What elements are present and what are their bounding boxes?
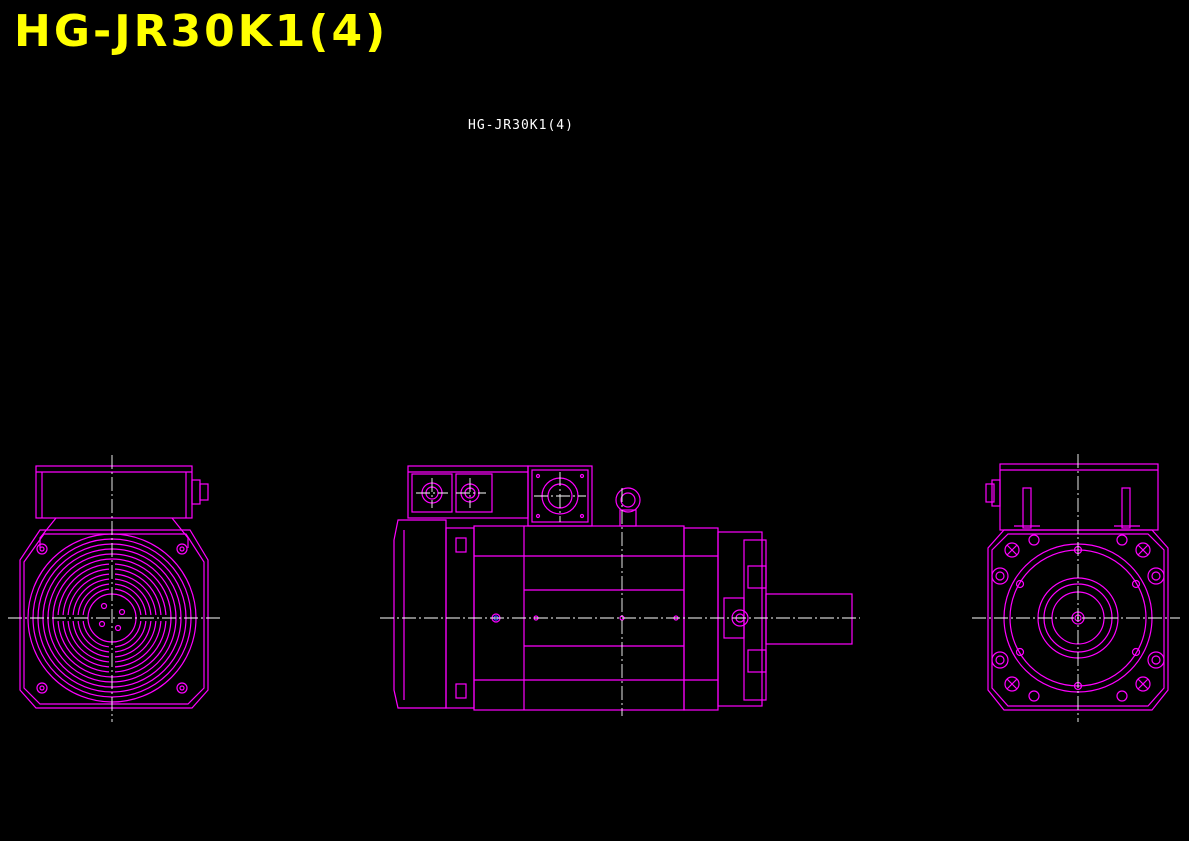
drawing-label: HG-JR30K1(4) [468, 118, 574, 133]
drawing-title: HG-JR30K1(4) [14, 6, 389, 57]
side-view [380, 465, 860, 716]
front-end-view [972, 454, 1180, 722]
rear-end-view [8, 455, 220, 722]
